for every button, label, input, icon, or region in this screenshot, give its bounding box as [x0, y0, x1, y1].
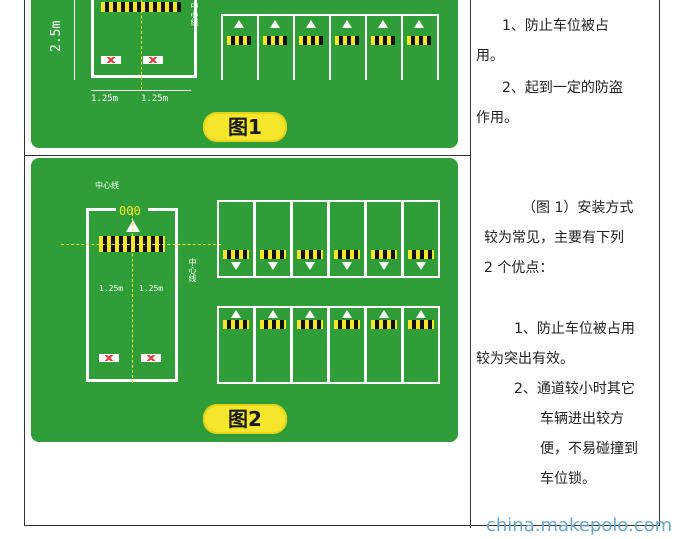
fig2-dim-right: 1.25m — [139, 284, 164, 293]
text-p5-line2: 车辆进出较方 — [540, 411, 624, 427]
fig2-centerline-vertical — [132, 208, 133, 383]
text-p5-line1: 2、通道较小时其它 — [514, 381, 635, 397]
text-p2-line2: 作用。 — [476, 110, 518, 126]
fig2-lock-arrow — [126, 220, 140, 232]
fig1-dim-line — [74, 0, 75, 80]
fig1-badge: 图1 — [203, 112, 287, 142]
fig1-marker-right — [143, 56, 163, 64]
fig2-bay-top-right — [148, 208, 178, 211]
fig2-centerline-top: 中心线 — [95, 181, 119, 190]
fig2-marker-right — [141, 354, 161, 362]
fig2-bay-top-left — [86, 208, 116, 211]
text-p2-line1: 2、起到一定的防盗 — [502, 80, 623, 96]
text-p3-line3: 2 个优点： — [484, 260, 554, 276]
fig2-badge: 图2 — [203, 404, 287, 434]
fig1-dim-hline — [91, 90, 191, 91]
figure-1-panel: 2.5m 1.25m 1.25m 中心线 图1 — [31, 0, 458, 148]
fig2-bay-row-lower — [217, 306, 440, 384]
fig1-dim-left: 1.25m — [91, 94, 119, 104]
fig1-dim-right: 1.25m — [141, 94, 169, 104]
fig1-centerline-vertical — [141, 0, 142, 90]
fig1-marker-left — [101, 56, 121, 64]
text-p5-line4: 车位锁。 — [540, 471, 596, 487]
text-p1-line2: 用。 — [476, 48, 504, 64]
watermark: china.makepolo.com — [486, 515, 673, 536]
column-divider — [470, 0, 471, 528]
text-p1-line1: 1、防止车位被占 — [502, 18, 609, 34]
text-p4-line2: 较为突出有效。 — [476, 351, 574, 367]
fig2-marker-left — [99, 354, 119, 362]
fig1-bay-row — [221, 14, 439, 80]
page-frame — [24, 0, 660, 526]
fig1-dim-vertical: 2.5m — [49, 20, 64, 52]
fig2-centerline-horizontal — [61, 244, 221, 245]
fig2-bay-row-upper — [217, 200, 440, 278]
fig1-centerline-label: 中心线 — [190, 2, 199, 26]
figure-2-panel: 中心线 000 中心线 1.25m 1.25m — [31, 158, 458, 442]
text-p5-line3: 便，不易碰撞到 — [540, 441, 638, 457]
fig2-centerline-side: 中心线 — [188, 258, 197, 282]
row-divider — [24, 155, 471, 156]
text-p3-line1: （图 1）安装方式 — [522, 200, 634, 216]
fig2-lock-label: 000 — [119, 204, 141, 218]
fig1-bay-outline — [91, 0, 197, 78]
text-p3-line2: 较为常见，主要有下列 — [484, 230, 624, 246]
text-p4-line1: 1、防止车位被占用 — [514, 321, 635, 337]
fig2-dim-left: 1.25m — [99, 284, 124, 293]
